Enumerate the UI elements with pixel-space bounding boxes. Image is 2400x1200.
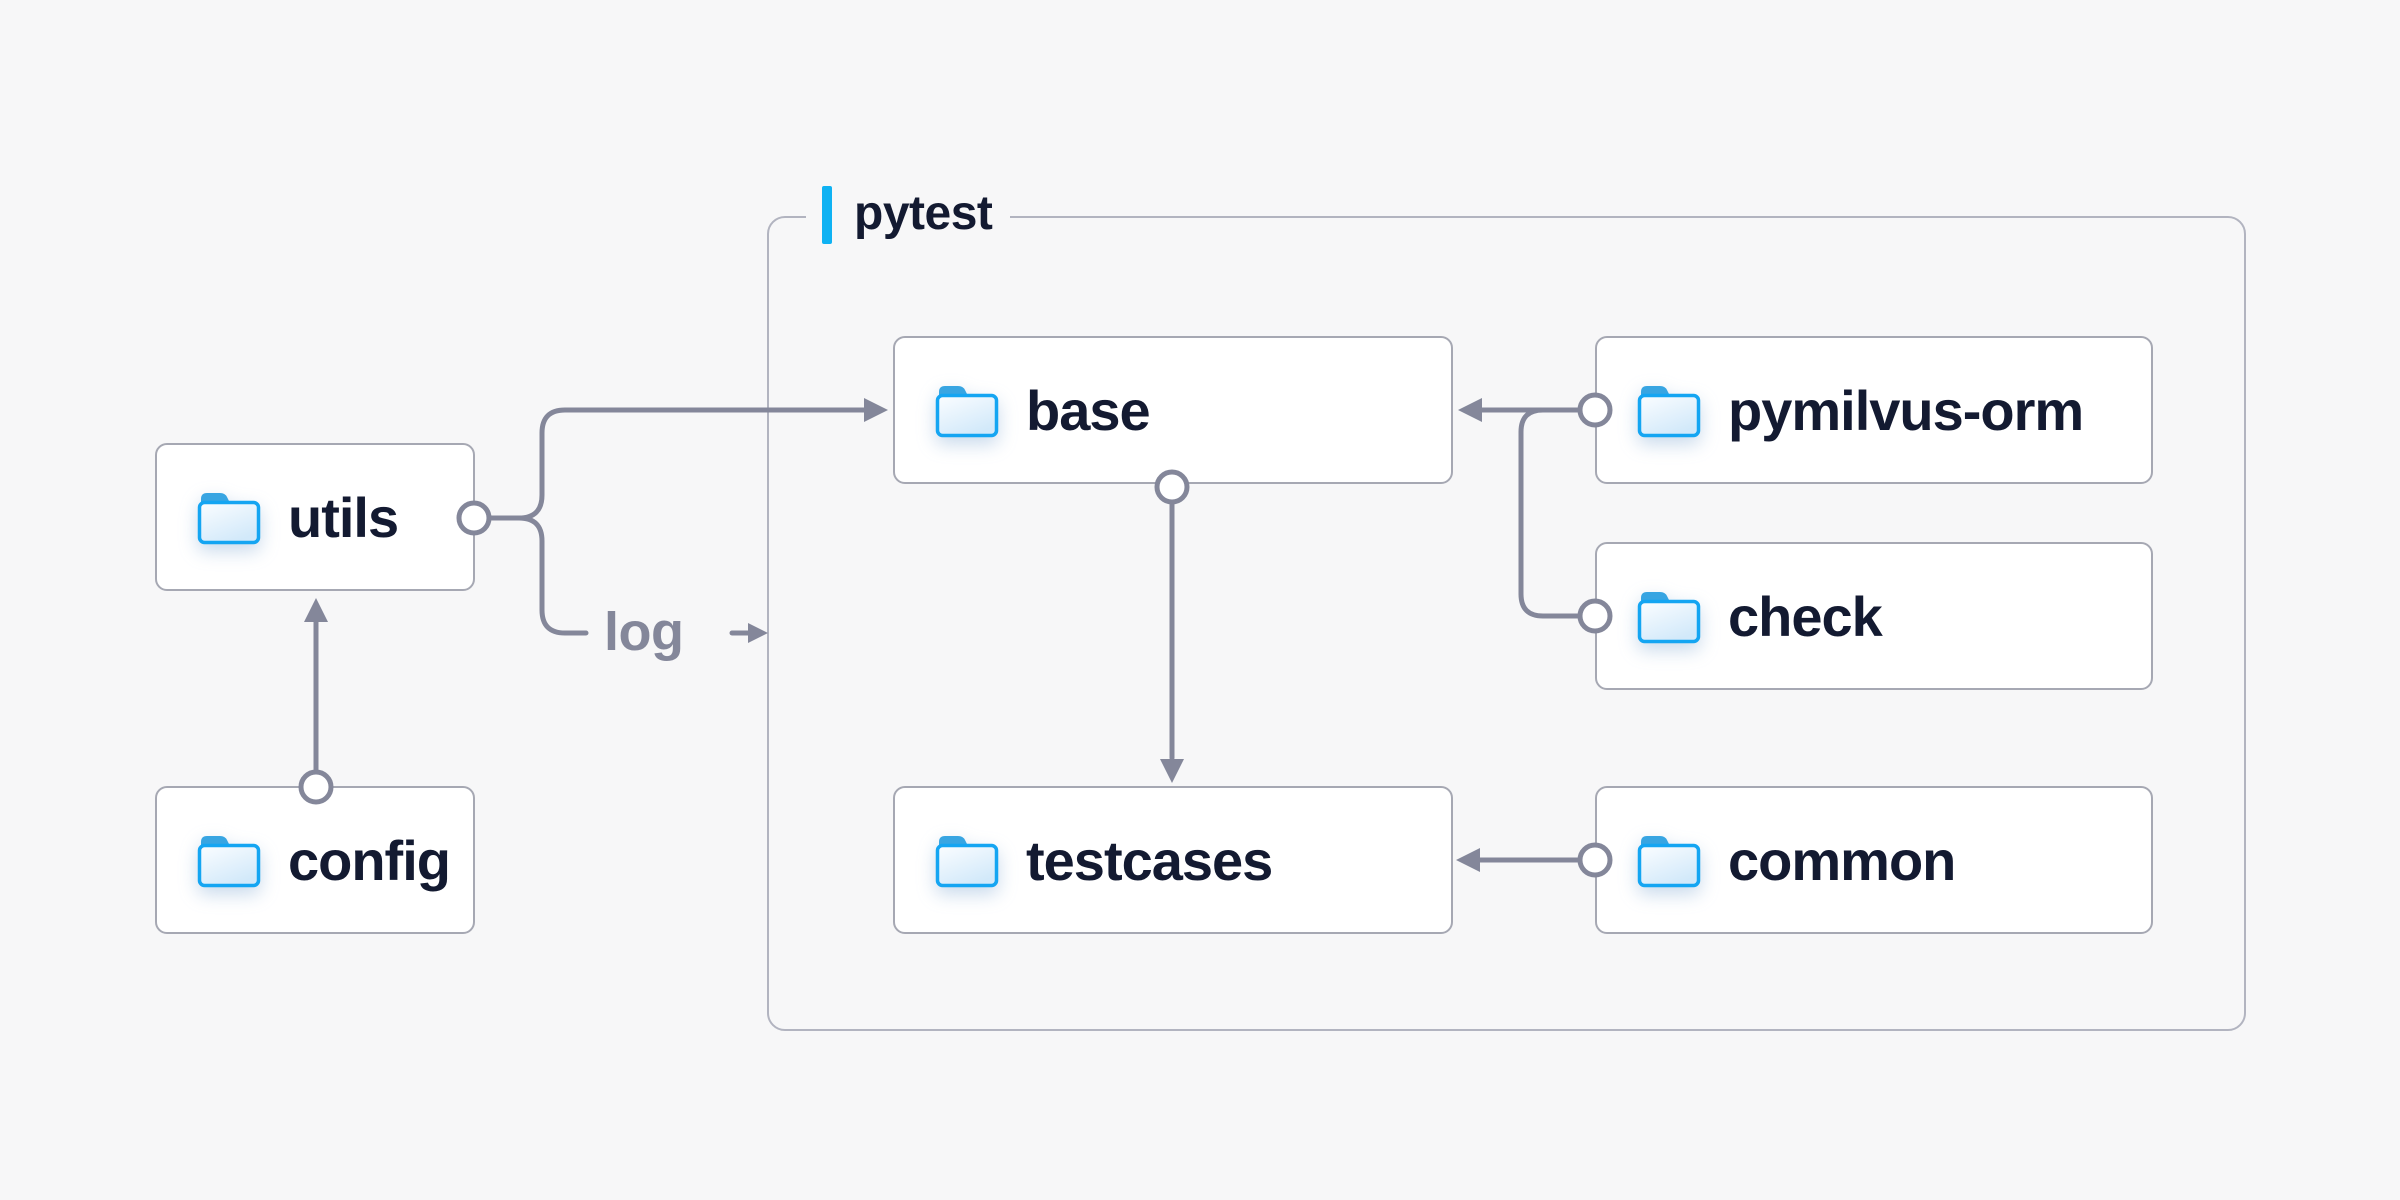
edge-config-utils bbox=[298, 598, 334, 805]
folder-icon bbox=[1637, 836, 1701, 888]
node-check: check bbox=[1595, 542, 2153, 690]
node-config: config bbox=[155, 786, 475, 934]
node-label: base bbox=[1026, 378, 1151, 442]
node-label: testcases bbox=[1026, 828, 1273, 892]
node-label: config bbox=[288, 828, 451, 892]
node-label: utils bbox=[288, 485, 399, 549]
node-label: common bbox=[1728, 828, 1956, 892]
folder-icon bbox=[1637, 386, 1701, 438]
folder-icon bbox=[935, 386, 999, 438]
node-common: common bbox=[1595, 786, 2153, 934]
node-testcases: testcases bbox=[893, 786, 1453, 934]
node-utils: utils bbox=[155, 443, 475, 591]
node-label: pymilvus-orm bbox=[1728, 378, 2084, 442]
node-label: check bbox=[1728, 584, 1883, 648]
accent-bar bbox=[822, 186, 832, 244]
node-base: base bbox=[893, 336, 1453, 484]
folder-icon bbox=[197, 493, 261, 545]
folder-icon bbox=[1637, 592, 1701, 644]
node-pymilvus-orm: pymilvus-orm bbox=[1595, 336, 2153, 484]
folder-icon bbox=[197, 836, 261, 888]
edge-label-log: log bbox=[604, 602, 684, 662]
pytest-container-label: pytest bbox=[806, 183, 1011, 247]
pytest-container bbox=[767, 216, 2246, 1031]
pytest-container-title: pytest bbox=[854, 186, 993, 240]
folder-icon bbox=[935, 836, 999, 888]
